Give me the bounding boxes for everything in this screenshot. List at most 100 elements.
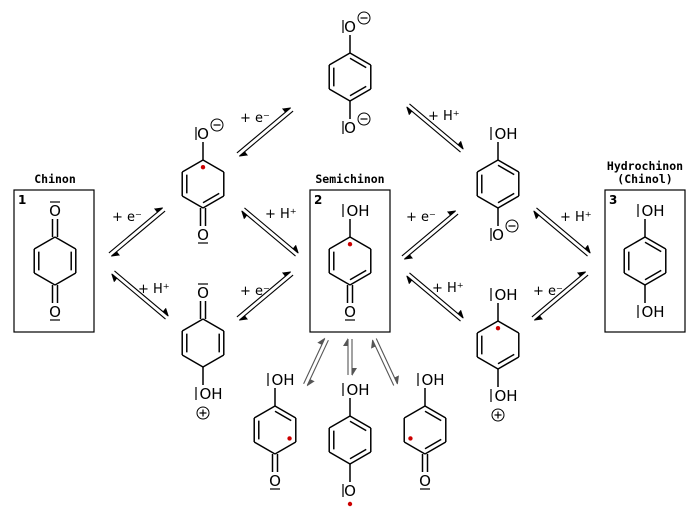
negative-charge [357, 112, 371, 126]
double-bond [349, 420, 367, 432]
proton-step-label: + H⁺ [428, 109, 460, 124]
oxygen-atom: O [344, 482, 356, 500]
semichinon-title: Semichinon [315, 172, 384, 186]
ring-bond [274, 405, 297, 419]
double-bond [497, 353, 515, 365]
electron-step-label: + e⁻ [240, 284, 270, 299]
ring-bond [644, 272, 667, 286]
hydrochinon-molecule: OH OH [623, 202, 667, 321]
radical-anion-molecule: OO [181, 118, 225, 244]
oxygen-atom: O [197, 284, 209, 302]
chinon-box [13, 189, 95, 333]
equilibrium-arrow [241, 207, 299, 257]
double-bond [644, 241, 662, 253]
hydroquinone-anion-molecule: OHO [476, 125, 520, 244]
oxygen-atom: O [197, 125, 209, 143]
oxygen-atom: O [344, 119, 356, 137]
ring-bond [476, 195, 499, 209]
ring-bond [623, 272, 646, 286]
double-bond [497, 192, 515, 204]
ring-bond [497, 195, 520, 209]
equilibrium-arrow [406, 272, 464, 322]
hydroxyl-group: OH [641, 303, 664, 321]
proton-step-label: + H⁺ [138, 282, 170, 297]
ring-bond [181, 195, 204, 209]
equilibrium-arrow [533, 207, 591, 257]
hydroxyl-group: OH [494, 125, 517, 143]
ring-bond [33, 272, 56, 286]
radical-dot [347, 242, 353, 247]
double-bond [349, 269, 367, 281]
ring-bond [349, 451, 372, 465]
ring-bond [349, 272, 372, 286]
hydroxyl-group: OH [346, 202, 369, 220]
equilibrium-arrow [531, 271, 589, 321]
equilibrium-arrow [108, 207, 166, 257]
oxygen-atom: O [49, 303, 61, 321]
ring-bond [202, 159, 225, 173]
equilibrium-arrow [406, 103, 464, 153]
semichinon-box [309, 189, 391, 333]
ring-bond [202, 195, 225, 209]
double-bond [424, 438, 442, 450]
ring-bond [349, 52, 372, 66]
resonance-arrow [371, 338, 399, 386]
radical-dot [200, 165, 206, 170]
oxygen-atom: O [197, 226, 209, 244]
ring-bond [274, 441, 297, 455]
hydroxyl-group: OH [641, 202, 664, 220]
chinon-molecule: OO [33, 201, 77, 321]
equilibrium-arrow [236, 107, 294, 157]
semichinon-resonance-right: OHO [403, 371, 447, 490]
double-bond [202, 192, 220, 204]
radical-dot [287, 436, 292, 441]
ring-bond [424, 405, 447, 419]
ring-bond [403, 405, 426, 419]
ring-bond [202, 354, 225, 368]
radical-dot [347, 501, 353, 507]
hydroxyl-group: OH [199, 385, 222, 403]
ring-bond [328, 272, 351, 286]
ring-bond [202, 318, 225, 332]
ring-bond [181, 318, 204, 332]
semichinon-resonance-center: OHO [328, 381, 372, 507]
electron-step-label: + e⁻ [112, 210, 142, 225]
double-bond [349, 57, 367, 69]
hydrochinon-box [604, 189, 686, 333]
step-labels: + e⁻ + H⁺ + e⁻ + H⁺ + e⁻ + H⁺ + e⁻ + H⁺ … [112, 109, 592, 299]
equilibrium-arrow [111, 270, 169, 320]
ring-bond [54, 272, 77, 286]
hydrochinon-number: 3 [609, 193, 617, 207]
hydrochinon-title: Hydrochinon [607, 159, 683, 173]
ring-bond [623, 236, 646, 250]
double-bond [644, 269, 662, 281]
radical-dot [408, 436, 413, 441]
hydrochinon-subtitle: (Chinol) [617, 172, 672, 186]
ring-bond [403, 441, 426, 455]
equilibrium-arrow [236, 271, 294, 321]
double-bond [349, 85, 367, 97]
resonance-arrow [303, 337, 329, 387]
semichinon-number: 2 [314, 193, 322, 207]
ring-bond [253, 405, 276, 419]
hydroxyl-group: OH [494, 387, 517, 405]
electron-step-label: + e⁻ [240, 111, 270, 126]
ring-bond [54, 236, 77, 250]
ring-bond [328, 88, 351, 102]
ring-bond [328, 52, 351, 66]
ring-bond [349, 88, 372, 102]
semichinon-molecule: OHO [328, 202, 372, 321]
ring-bond [328, 236, 351, 250]
ring-bond [497, 356, 520, 370]
proton-step-label: + H⁺ [265, 207, 297, 222]
double-bond [274, 410, 292, 422]
negative-charge [357, 11, 371, 25]
ring-bond [644, 236, 667, 250]
equilibrium-arrow [401, 210, 459, 260]
chinon-number: 1 [18, 193, 26, 207]
ring-bond [424, 441, 447, 455]
ring-bond [328, 451, 351, 465]
